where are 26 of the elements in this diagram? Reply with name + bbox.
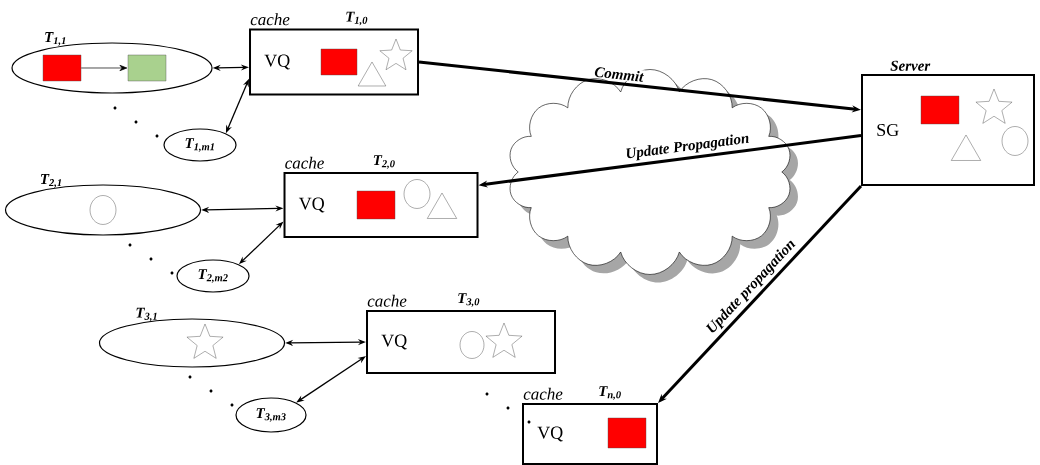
square-icon: [127, 54, 167, 82]
box-heading: cache: [523, 387, 563, 400]
ellipse-node: T$_{2,m2}$: [176, 259, 250, 293]
box-label: VQ: [537, 426, 563, 442]
box-label: VQ: [381, 334, 407, 350]
box-heading: T$_{2,0}$: [373, 155, 395, 169]
box-heading: Server: [890, 60, 931, 71]
box-heading: T$_{1,0}$: [346, 11, 368, 26]
node-heading: T$_{2,1}$: [40, 174, 62, 188]
box-label: VQ: [264, 54, 290, 70]
ellipse-node: T$_{1,m1}$: [163, 128, 237, 162]
edge-label: Update Propagation: [623, 131, 752, 163]
box-heading: cache: [367, 294, 407, 307]
box-heading: cache: [250, 13, 290, 26]
box-heading: T$_{n,0}$: [599, 386, 621, 400]
box-label: SG: [877, 123, 899, 137]
edge-label: Commit: [592, 65, 646, 84]
ellipse-node: T$_{3,m3}$: [235, 397, 307, 433]
arrow: [80, 64, 128, 72]
node-heading: T$_{3,1}$: [136, 307, 157, 322]
box-heading: cache: [285, 156, 324, 169]
node-heading: T$_{1,1}$: [45, 32, 66, 46]
arrow: [658, 184, 863, 403]
box-label: VQ: [298, 197, 325, 213]
box-heading: T$_{3,0}$: [458, 293, 480, 307]
square-icon: [42, 54, 82, 82]
